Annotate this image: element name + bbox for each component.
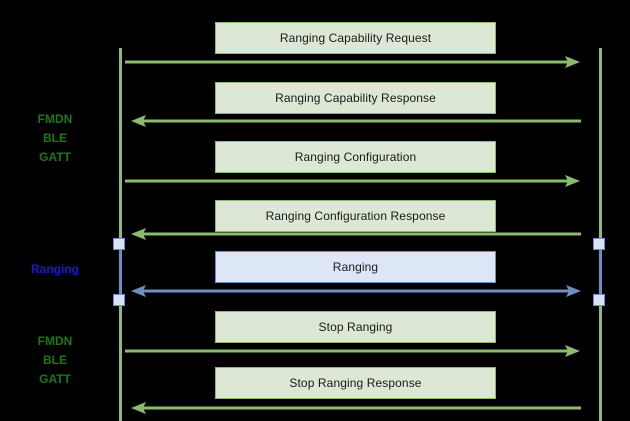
message-arrow-stop-ranging-response — [131, 402, 581, 414]
phase-label-line: FMDN — [37, 334, 73, 348]
activation-handle-left-top[interactable] — [113, 238, 125, 250]
phase-label-line: Ranging — [31, 262, 79, 276]
message-box-ranging-configuration[interactable]: Ranging Configuration — [215, 141, 496, 173]
activation-handle-left-bottom[interactable] — [113, 294, 125, 306]
phase-label-ranging: Ranging — [0, 260, 110, 279]
message-arrow-stop-ranging — [125, 345, 580, 357]
phase-label-line: BLE — [43, 131, 67, 145]
message-box-stop-ranging-response[interactable]: Stop Ranging Response — [215, 367, 496, 399]
message-arrow-ranging-configuration — [125, 175, 580, 187]
right-lifeline-lower — [599, 300, 602, 421]
phase-label-fmdn-ble-gatt-bottom: FMDN BLE GATT — [0, 332, 110, 389]
message-arrow-ranging-capability-request — [125, 56, 580, 68]
phase-label-line: GATT — [39, 372, 71, 386]
right-lifeline-upper — [599, 48, 602, 244]
message-box-ranging-capability-response[interactable]: Ranging Capability Response — [215, 82, 496, 114]
left-lifeline-ranging-segment — [119, 244, 122, 300]
phase-label-fmdn-ble-gatt-top: FMDN BLE GATT — [0, 110, 110, 167]
message-box-ranging-capability-request[interactable]: Ranging Capability Request — [215, 22, 496, 54]
activation-handle-right-top[interactable] — [593, 238, 605, 250]
left-lifeline-lower — [119, 300, 122, 421]
message-box-ranging[interactable]: Ranging — [215, 251, 496, 283]
message-arrow-ranging-capability-response — [131, 115, 581, 127]
message-box-stop-ranging[interactable]: Stop Ranging — [215, 311, 496, 343]
left-lifeline-upper — [119, 48, 122, 244]
message-arrow-ranging-bidirectional — [131, 285, 581, 297]
message-arrow-ranging-configuration-response — [131, 228, 581, 240]
phase-label-line: BLE — [43, 353, 67, 367]
message-box-ranging-configuration-response[interactable]: Ranging Configuration Response — [215, 200, 496, 232]
activation-handle-right-bottom[interactable] — [593, 294, 605, 306]
phase-label-line: FMDN — [37, 112, 73, 126]
phase-label-line: GATT — [39, 150, 71, 164]
right-lifeline-ranging-segment — [599, 244, 602, 300]
